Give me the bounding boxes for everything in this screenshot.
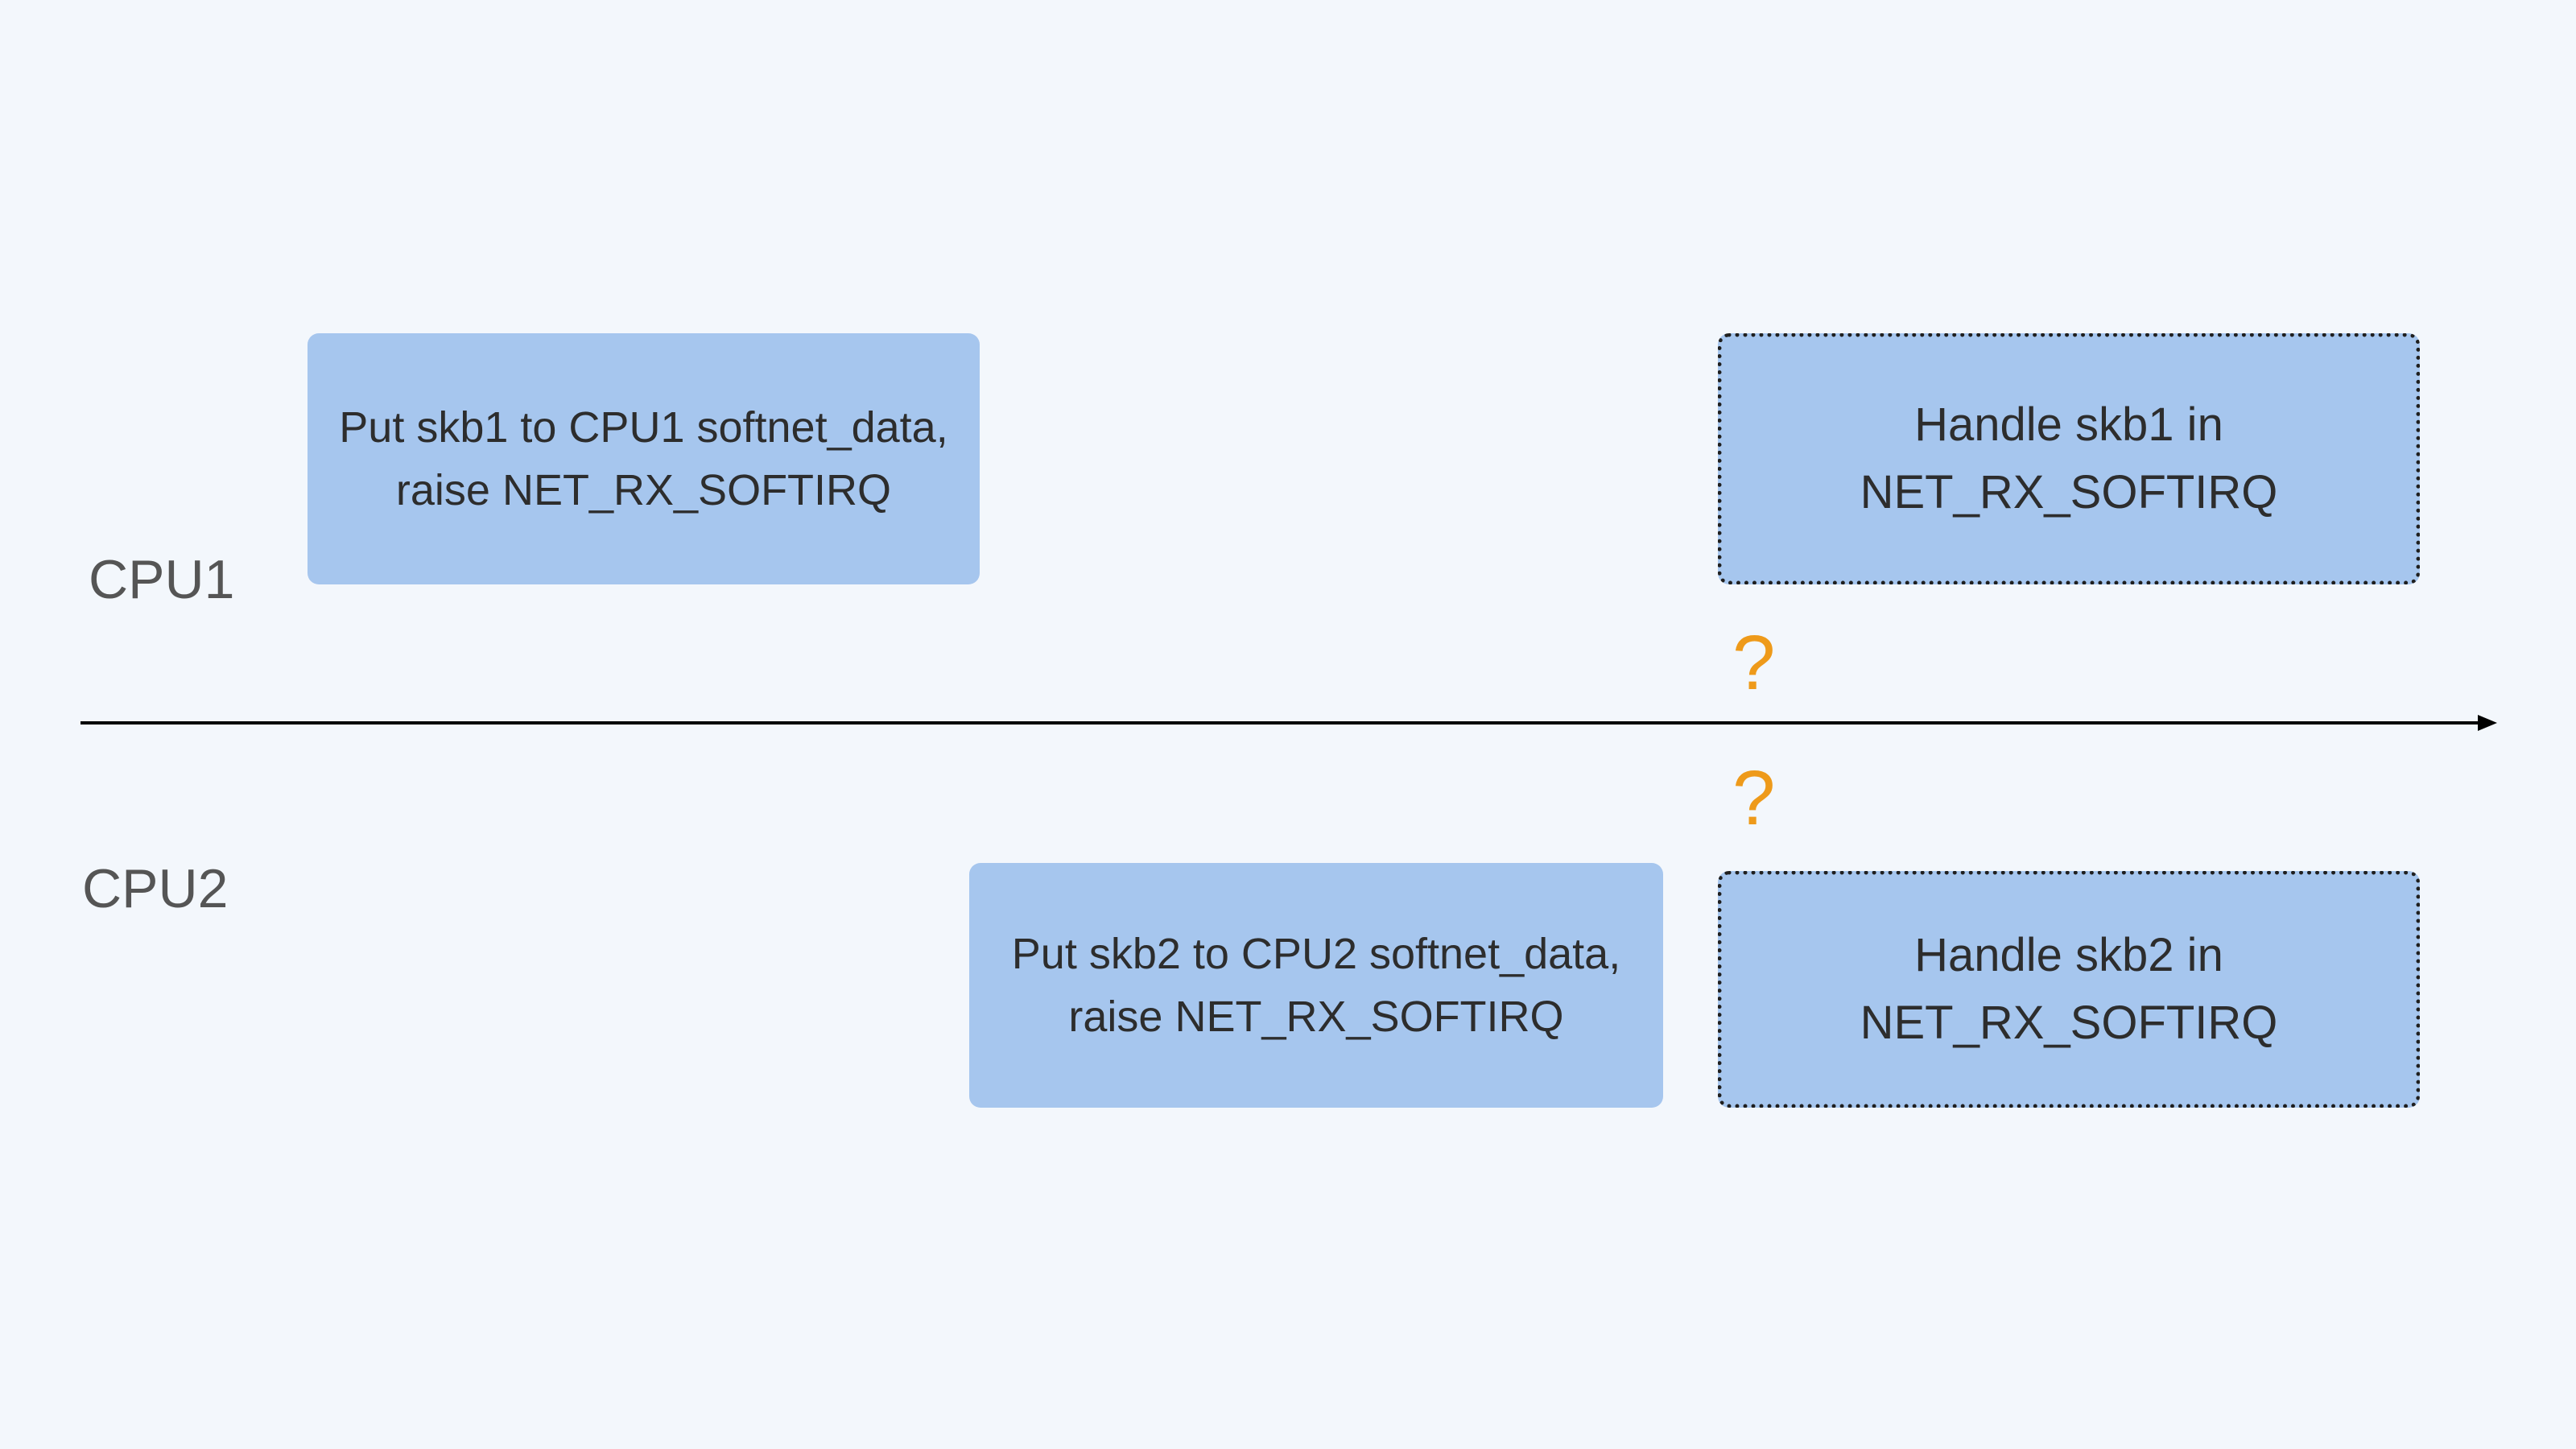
- cpu2-handle-skb-box: Handle skb2 in NET_RX_SOFTIRQ: [1718, 871, 2420, 1108]
- timeline-arrowhead: [2478, 715, 2497, 731]
- cpu2-handle-skb-line1: Handle skb2 in: [1914, 929, 2223, 981]
- cpu1-question-mark: ?: [1732, 620, 1776, 706]
- cpu1-put-skb-line1: Put skb1 to CPU1 softnet_data,: [339, 403, 948, 452]
- cpu1-handle-skb-line1: Handle skb1 in: [1914, 398, 2223, 451]
- cpu1-put-skb-box: Put skb1 to CPU1 softnet_data, raise NET…: [308, 333, 980, 584]
- cpu1-lane-label: CPU1: [89, 549, 235, 610]
- cpu2-put-skb-line1: Put skb2 to CPU2 softnet_data,: [1011, 930, 1621, 978]
- cpu2-question-mark: ?: [1732, 755, 1776, 841]
- cpu2-put-skb-box: Put skb2 to CPU2 softnet_data, raise NET…: [969, 863, 1663, 1108]
- cpu2-put-skb-line2: raise NET_RX_SOFTIRQ: [1068, 993, 1564, 1041]
- cpu1-put-skb-line2: raise NET_RX_SOFTIRQ: [395, 466, 892, 514]
- cpu2-lane-label: CPU2: [82, 858, 229, 919]
- cpu2-handle-skb-line2: NET_RX_SOFTIRQ: [1860, 997, 2278, 1049]
- cpu1-handle-skb-line2: NET_RX_SOFTIRQ: [1860, 466, 2278, 518]
- cpu1-handle-skb-box: Handle skb1 in NET_RX_SOFTIRQ: [1718, 333, 2420, 584]
